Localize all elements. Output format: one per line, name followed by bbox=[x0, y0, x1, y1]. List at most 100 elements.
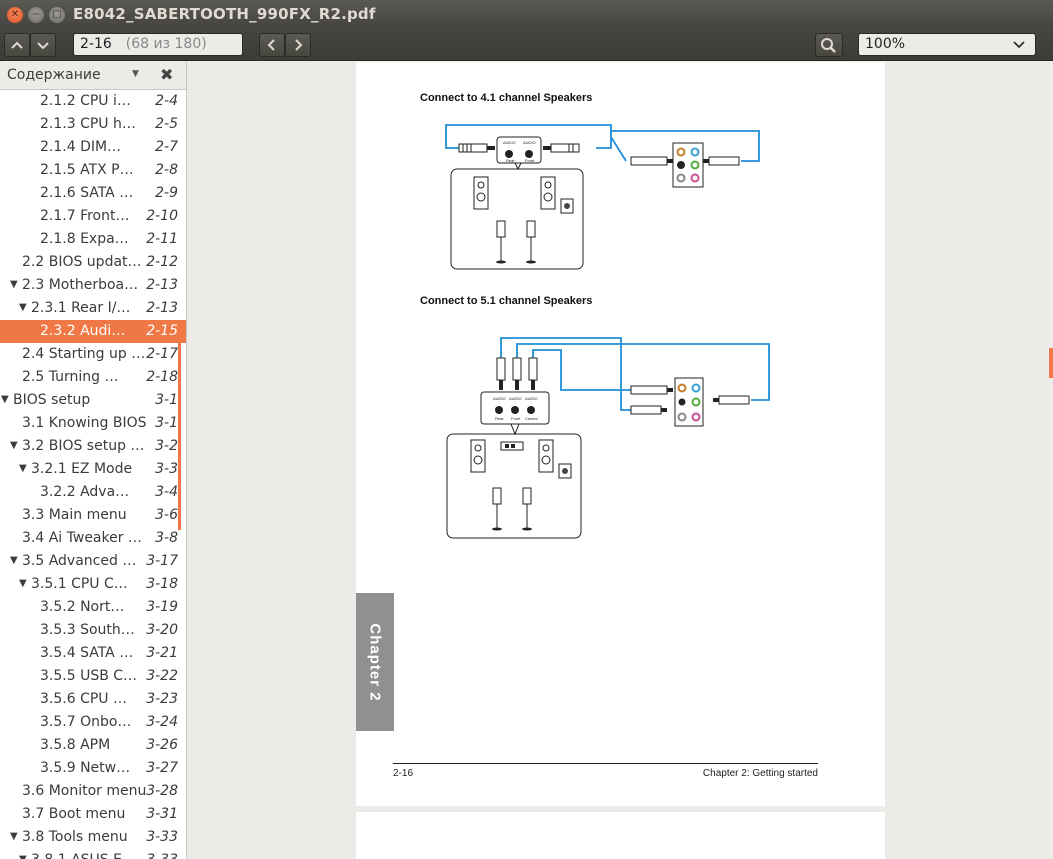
toc-item[interactable]: 3.5.2 Nort…3-19 bbox=[0, 596, 186, 619]
toc-item[interactable]: 2.1.2 CPU i…2-4 bbox=[0, 90, 186, 113]
toc-item[interactable]: 2.3.2 Audi…2-15 bbox=[0, 320, 186, 343]
toc-item-page: 3-23 bbox=[146, 691, 178, 707]
page-number-field[interactable]: 2-16 (68 из 180) bbox=[73, 33, 243, 56]
svg-text:AUDIO: AUDIO bbox=[525, 396, 538, 401]
maximize-window-button[interactable]: □ bbox=[49, 7, 65, 23]
toc-item[interactable]: 2.1.6 SATA …2-9 bbox=[0, 182, 186, 205]
footer-chapter-title: Chapter 2: Getting started bbox=[702, 768, 818, 779]
toc-item[interactable]: 3.5.5 USB C…3-22 bbox=[0, 665, 186, 688]
zoom-select[interactable]: 100% bbox=[858, 33, 1036, 56]
toc-item-page: 3-8 bbox=[155, 530, 178, 546]
toc-item[interactable]: 2.1.5 ATX P…2-8 bbox=[0, 159, 186, 182]
sidebar-scrollbar[interactable] bbox=[178, 332, 181, 530]
history-forward-button[interactable] bbox=[285, 33, 311, 57]
toc-item[interactable]: 2.4 Starting up …2-17 bbox=[0, 343, 186, 366]
toc-item-page: 2-11 bbox=[146, 231, 178, 247]
toc-item[interactable]: 3.4 Ai Tweaker … 3-8 bbox=[0, 527, 186, 550]
close-sidebar-icon[interactable]: ✖ bbox=[160, 65, 174, 84]
expander-triangle-icon[interactable]: ▼ bbox=[19, 463, 27, 474]
toc-item[interactable]: 3.2.2 Adva…3-4 bbox=[0, 481, 186, 504]
history-back-button[interactable] bbox=[259, 33, 285, 57]
toc-item[interactable]: ▼3.8.1 ASUS E…3-33 bbox=[0, 849, 186, 859]
toc-item-page: 3-6 bbox=[155, 507, 178, 523]
toc-item[interactable]: 2.1.7 Front…2-10 bbox=[0, 205, 186, 228]
toc-item[interactable]: 2.1.4 DIM…2-7 bbox=[0, 136, 186, 159]
toc-item[interactable]: 2.2 BIOS updat…2-12 bbox=[0, 251, 186, 274]
toc-item-page: 2-8 bbox=[155, 162, 178, 178]
chevron-left-icon bbox=[267, 39, 275, 51]
toc-item-label: 2.1.8 Expa… bbox=[40, 231, 129, 247]
page-count-label: (68 из 180) bbox=[125, 36, 207, 52]
expander-triangle-icon[interactable]: ▼ bbox=[10, 555, 18, 566]
expander-triangle-icon[interactable]: ▼ bbox=[19, 578, 27, 589]
expander-triangle-icon[interactable]: ▼ bbox=[19, 854, 27, 859]
window-title: E8042_SABERTOOTH_990FX_R2.pdf bbox=[73, 5, 376, 23]
search-button[interactable] bbox=[815, 33, 843, 57]
toc-item-page: 3-27 bbox=[146, 760, 178, 776]
toc-item[interactable]: 3.5.3 South…3-20 bbox=[0, 619, 186, 642]
toc-item-page: 3-4 bbox=[155, 484, 178, 500]
toc-item-label: 3.8.1 ASUS E… bbox=[31, 852, 136, 859]
toc-item-page: 2-7 bbox=[155, 139, 178, 155]
expander-triangle-icon[interactable]: ▼ bbox=[19, 302, 27, 313]
toc-item[interactable]: ▼2.3 Motherboa…2-13 bbox=[0, 274, 186, 297]
current-page-value: 2-16 bbox=[80, 36, 112, 52]
svg-text:AUDIO: AUDIO bbox=[503, 140, 516, 145]
toc-item[interactable]: 2.1.3 CPU h…2-5 bbox=[0, 113, 186, 136]
toc-item-page: 3-3 bbox=[155, 461, 178, 477]
document-scrollbar[interactable] bbox=[1049, 348, 1053, 378]
toc-item[interactable]: 3.5.7 Onbo…3-24 bbox=[0, 711, 186, 734]
toc-item-page: 3-18 bbox=[146, 576, 178, 592]
expander-triangle-icon[interactable]: ▼ bbox=[10, 440, 18, 451]
toc-item-label: 2.3.1 Rear I/… bbox=[31, 300, 131, 316]
label-rear: Rear bbox=[506, 158, 515, 163]
next-page-button[interactable] bbox=[30, 33, 56, 57]
chevron-right-icon bbox=[295, 39, 303, 51]
toc-item[interactable]: ▼ 3.8 Tools menu 3-33 bbox=[0, 826, 186, 849]
expander-triangle-icon[interactable]: ▼ bbox=[1, 394, 9, 405]
toc-item-page: 2-5 bbox=[155, 116, 178, 132]
toc-item-label: 2.2 BIOS updat… bbox=[22, 254, 142, 270]
toc-item[interactable]: 3.5.4 SATA …3-21 bbox=[0, 642, 186, 665]
toc-item-page: 3-28 bbox=[146, 783, 178, 799]
sidebar-mode-selector[interactable]: Содержание bbox=[7, 67, 101, 83]
toc-item-label: 3.2 BIOS setup … bbox=[22, 438, 145, 454]
toc-item[interactable]: ▼3.5 Advanced …3-17 bbox=[0, 550, 186, 573]
minimize-window-button[interactable]: − bbox=[28, 7, 44, 23]
toc-item[interactable]: 3.5.6 CPU …3-23 bbox=[0, 688, 186, 711]
toc-item-page: 3-1 bbox=[155, 415, 178, 431]
toc-item[interactable]: ▼3.5.1 CPU C…3-18 bbox=[0, 573, 186, 596]
toc-item-label: 3.5.2 Nort… bbox=[40, 599, 125, 615]
toc-item[interactable]: 2.1.8 Expa… 2-11 bbox=[0, 228, 186, 251]
heading-5-1-channel: Connect to 5.1 channel Speakers bbox=[420, 295, 593, 307]
toc-item-page: 3-33 bbox=[146, 829, 178, 845]
dropdown-arrow-icon[interactable]: ▼ bbox=[132, 69, 139, 79]
toc-item[interactable]: 2.5 Turning …2-18 bbox=[0, 366, 186, 389]
toc-item-page: 2-10 bbox=[146, 208, 178, 224]
toc-item[interactable]: ▼3.2 BIOS setup …3-2 bbox=[0, 435, 186, 458]
toc-item-page: 2-15 bbox=[146, 323, 178, 339]
expander-triangle-icon[interactable]: ▼ bbox=[10, 831, 18, 842]
close-window-button[interactable]: ✕ bbox=[7, 7, 23, 23]
expander-triangle-icon[interactable]: ▼ bbox=[10, 279, 18, 290]
toc-item-label: 3.8 Tools menu bbox=[22, 829, 128, 845]
toc-item[interactable]: ▼2.3.1 Rear I/…2-13 bbox=[0, 297, 186, 320]
svg-text:AUDIO: AUDIO bbox=[523, 140, 536, 145]
toc-item-page: 2-18 bbox=[146, 369, 178, 385]
toc-item-label: 3.4 Ai Tweaker … bbox=[22, 530, 142, 546]
toc-item[interactable]: 3.5.9 Netw…3-27 bbox=[0, 757, 186, 780]
prev-page-button[interactable] bbox=[4, 33, 30, 57]
toc-item-page: 2-17 bbox=[146, 346, 178, 362]
